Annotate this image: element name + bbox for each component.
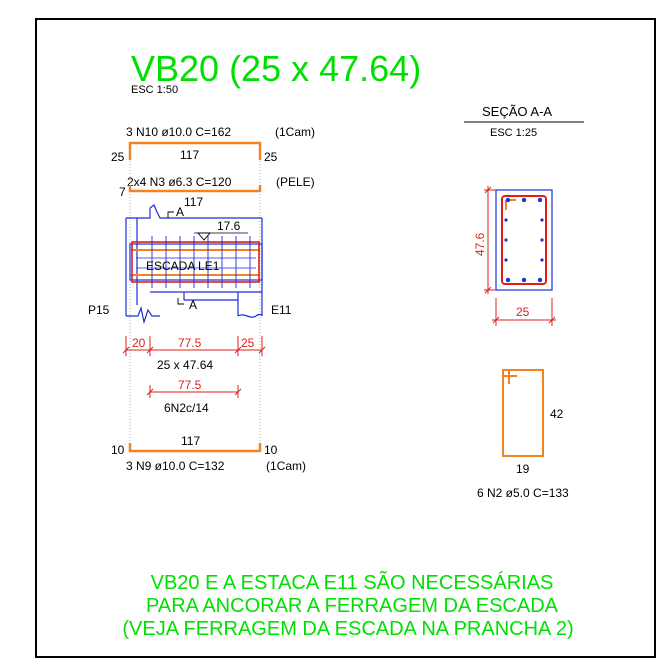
dim-mid-seg: 77.5 (178, 336, 202, 350)
level-value: 17.6 (217, 219, 241, 233)
top-bar-left-hook: 25 (111, 150, 125, 164)
section-mark-bottom: A (189, 298, 197, 312)
section-height-dimension (484, 186, 496, 294)
section-scale: ESC 1:25 (490, 127, 537, 139)
bottom-bar-left-hook: 10 (111, 443, 125, 457)
cross-section (495, 189, 553, 291)
stair-label: ESCADA LE1 (146, 259, 220, 273)
dimension-line-stirrup (146, 385, 242, 398)
bottom-bar-layer: (1Cam) (266, 459, 306, 473)
left-support-label: P15 (88, 303, 110, 317)
section-size: 25 x 47.64 (157, 358, 213, 372)
note-line-3: (VEJA FERRAGEM DA ESCADA NA PRANCHA 2) (122, 618, 573, 640)
skin-bar-hook: 7 (119, 185, 126, 199)
skin-bar-length: 117 (184, 195, 203, 209)
section-mark-top: A (176, 205, 184, 219)
bottom-bar-length: 117 (181, 434, 200, 448)
bottom-bar-spec: 3 N9 ø10.0 C=132 (126, 459, 225, 473)
beam-title: VB20 (25 x 47.64) (131, 48, 421, 89)
section-width: 25 (516, 305, 530, 319)
note-line-1: VB20 E A ESTACA E11 SÃO NECESSÁRIAS (151, 570, 554, 594)
bottom-rebar (128, 443, 262, 453)
section-height: 47.6 (473, 232, 487, 256)
section-width-dimension (492, 298, 556, 326)
top-bar-length: 117 (180, 148, 199, 162)
dimension-line-main (122, 336, 266, 356)
section-title: SEÇÃO A-A (482, 104, 552, 119)
top-bar-right-hook: 25 (264, 150, 278, 164)
top-rebar (128, 141, 262, 160)
bottom-bar-right-hook: 10 (264, 443, 278, 457)
stirrup-detail-spec: 6 N2 ø5.0 C=133 (477, 486, 569, 500)
stirrup-span: 77.5 (178, 378, 202, 392)
beam-elevation (125, 204, 263, 325)
top-bar-layer: (1Cam) (275, 125, 315, 139)
stirrup-spec: 6N2c/14 (164, 401, 209, 415)
note-line-2: PARA ANCORAR A FERRAGEM DA ESCADA (146, 595, 559, 617)
beam-scale: ESC 1:50 (131, 84, 178, 96)
top-bar-spec: 3 N10 ø10.0 C=162 (126, 125, 231, 139)
skin-bar-spec: 2x4 N3 ø6.3 C=120 (127, 175, 232, 189)
dim-right-seg: 25 (241, 336, 255, 350)
stirrup-height: 42 (550, 407, 564, 421)
dim-left-seg: 20 (132, 336, 146, 350)
right-support-label: E11 (271, 303, 292, 317)
stirrup-width: 19 (516, 462, 530, 476)
drawing-frame (35, 18, 656, 658)
stirrup-shape (502, 369, 544, 457)
skin-bar-type: (PELE) (276, 175, 315, 189)
